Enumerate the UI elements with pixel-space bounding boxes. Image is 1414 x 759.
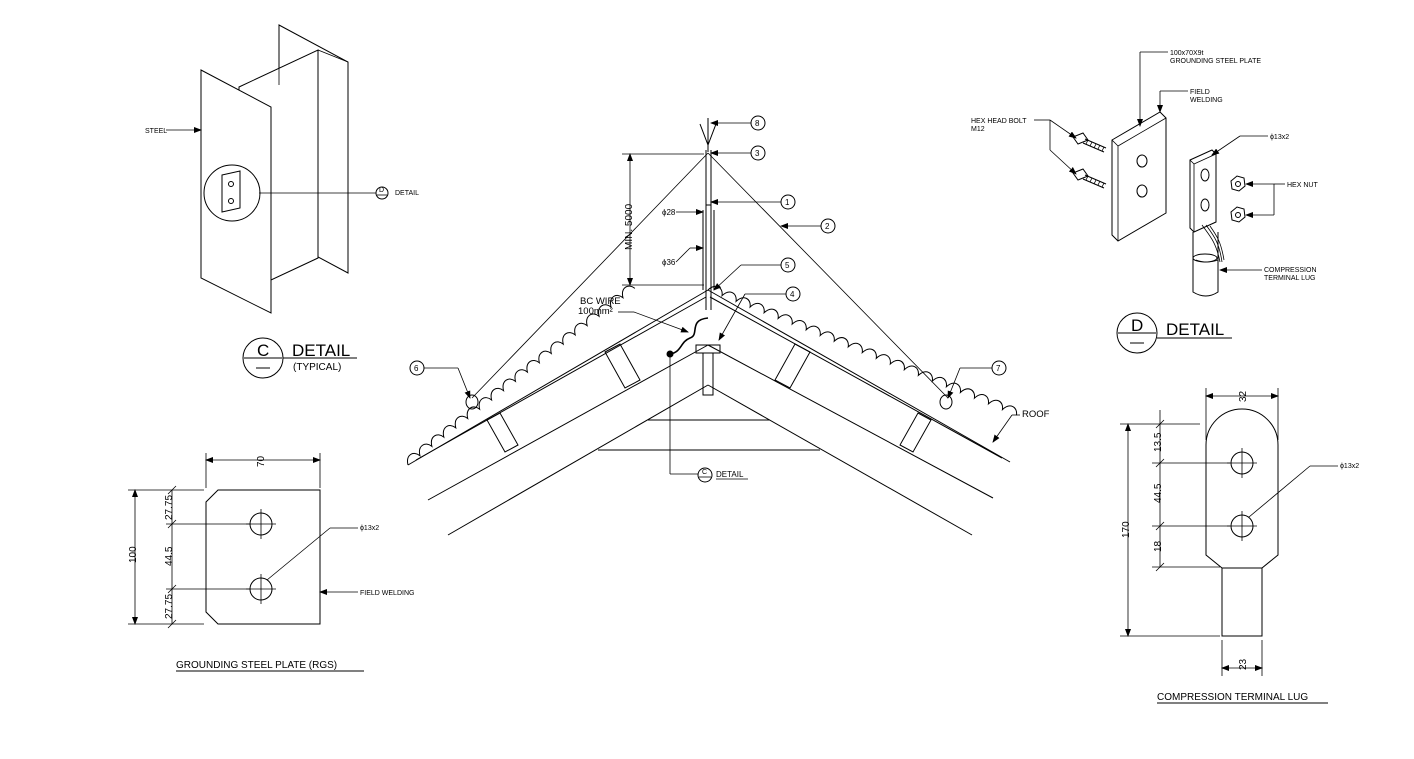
detail-c-callout-text: DETAIL <box>395 190 419 197</box>
marker-3: 3 <box>755 149 760 158</box>
roof-label: ROOF <box>1022 409 1050 420</box>
roof-callout-text: DETAIL <box>716 470 744 479</box>
bc-wire-size: 100mm² <box>578 306 613 317</box>
plate-dim-height: 100 <box>128 546 139 563</box>
detail-c-subtitle: (TYPICAL) <box>293 362 341 373</box>
d-bolt-label-1: HEX HEAD BOLT <box>971 118 1027 125</box>
detail-c-steel-column <box>200 24 389 314</box>
lug-dim-c: 18 <box>1153 540 1164 552</box>
d-bolt-label-2: M12 <box>971 126 985 133</box>
grounding-plate-drawing <box>128 453 358 629</box>
d-weld-label-1: FIELD <box>1190 89 1210 96</box>
lug-dim-width: 32 <box>1238 390 1249 402</box>
detail-d-assembly <box>1034 51 1285 297</box>
plate-weld-label: FIELD WELDING <box>360 590 414 597</box>
detail-c-title: DETAIL <box>292 341 350 360</box>
lug-hole-label: ϕ13x2 <box>1340 463 1359 470</box>
plate-dim-top: 27.75 <box>164 495 175 520</box>
plate-dim-mid: 44.5 <box>164 546 175 566</box>
marker-2: 2 <box>825 222 830 231</box>
detail-d-title: DETAIL <box>1166 320 1224 339</box>
marker-7: 7 <box>996 364 1001 373</box>
marker-5: 5 <box>785 261 790 270</box>
d-plate-label-1: 100x70X9t <box>1170 50 1204 57</box>
detail-d-title-bubble <box>1116 312 1232 354</box>
roof-elevation <box>407 115 1020 536</box>
plate-title: GROUNDING STEEL PLATE (RGS) <box>176 660 337 671</box>
lug-drawing <box>1120 388 1338 676</box>
d-lug-label-1: COMPRESSION <box>1264 267 1317 274</box>
marker-6: 6 <box>414 364 419 373</box>
detail-d-title-letter: D <box>1131 316 1143 335</box>
lug-dim-b: 44.5 <box>1153 483 1164 503</box>
lug-dim-a: 13.5 <box>1153 432 1164 452</box>
d-weld-label-2: WELDING <box>1190 97 1223 104</box>
bc-wire-label: BC WIRE <box>580 296 621 307</box>
d-nut-label: HEX NUT <box>1287 182 1318 189</box>
detail-c-title-bubble <box>242 337 357 379</box>
detail-c-title-letter: C <box>257 341 269 360</box>
plate-dim-bottom: 27.75 <box>164 594 175 619</box>
plate-hole-label: ϕ13x2 <box>360 525 379 532</box>
mast-dia-1: ϕ28 <box>662 208 676 217</box>
marker-8: 8 <box>755 119 760 128</box>
roof-callout-letter: C <box>702 469 707 476</box>
marker-1: 1 <box>785 198 790 207</box>
detail-c-callout-letter: D <box>379 187 384 194</box>
min-height-label: MIN. 5000 <box>624 203 635 250</box>
lug-dim-barrel: 23 <box>1238 658 1249 670</box>
lug-dim-height: 170 <box>1121 521 1132 538</box>
lug-title: COMPRESSION TERMINAL LUG <box>1157 692 1308 703</box>
d-hole-label: ϕ13x2 <box>1270 134 1289 141</box>
d-plate-label-2: GROUNDING STEEL PLATE <box>1170 58 1261 65</box>
steel-label: STEEL <box>145 128 167 135</box>
marker-4: 4 <box>790 290 795 299</box>
mast-dia-2: ϕ36 <box>662 258 676 267</box>
plate-dim-width: 70 <box>256 455 267 467</box>
d-lug-label-2: TERMINAL LUG <box>1264 275 1315 282</box>
